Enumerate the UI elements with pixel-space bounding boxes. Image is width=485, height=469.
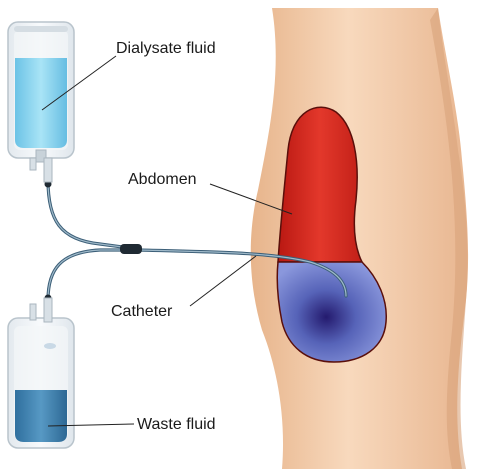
label-catheter: Catheter bbox=[111, 304, 172, 320]
label-dialysate-fluid: Dialysate fluid bbox=[116, 41, 216, 57]
label-abdomen: Abdomen bbox=[128, 172, 197, 188]
tube-connector bbox=[120, 244, 142, 254]
leader-catheter bbox=[190, 256, 256, 306]
label-waste-fluid: Waste fluid bbox=[137, 417, 216, 433]
dialysate-bag bbox=[8, 22, 74, 182]
